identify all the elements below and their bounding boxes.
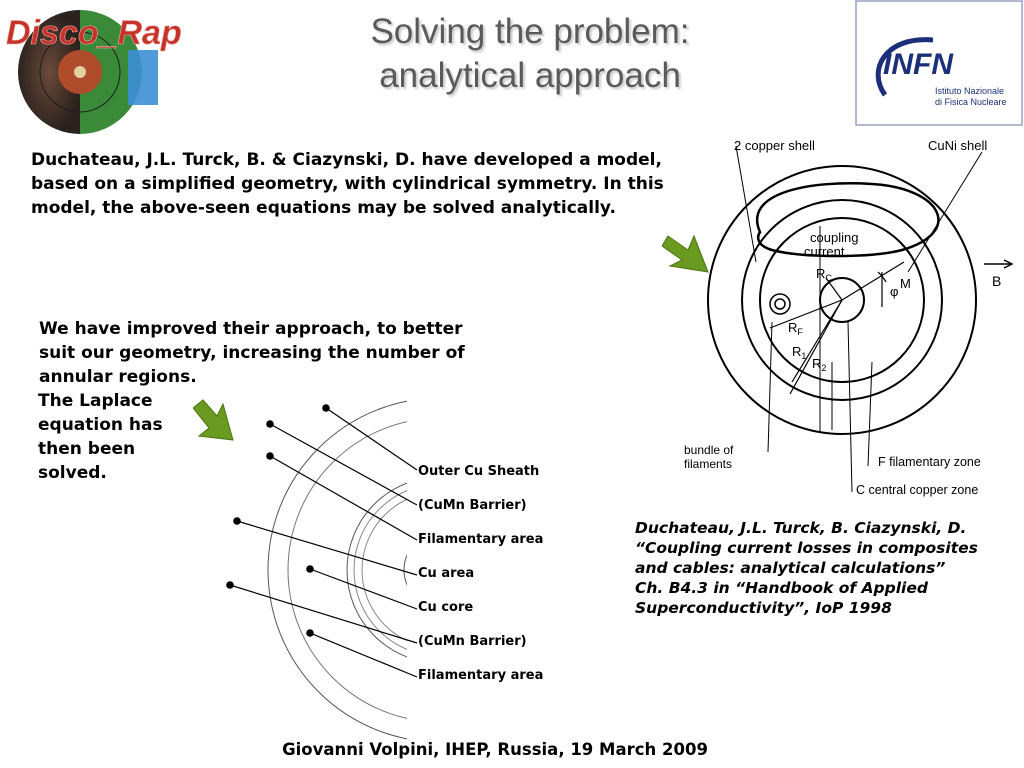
dot-outer-sheath — [322, 404, 330, 412]
filamentary-outer-circle — [346, 482, 407, 658]
label-r1: R1 — [792, 344, 806, 361]
label-cumn-barrier-2: (CuMn Barrier) — [418, 634, 527, 649]
dot-filamentary-2 — [306, 629, 314, 637]
label-coupling: coupling — [810, 230, 858, 245]
infn-text: INFN — [883, 48, 954, 81]
slide-footer: Giovanni Volpini, IHEP, Russia, 19 March… — [282, 740, 708, 759]
label-filamentary-area-2: Filamentary area — [418, 668, 544, 683]
outer-sheath-circle — [267, 400, 407, 740]
cross-section-diagram — [226, 400, 418, 740]
cu-area-circle — [361, 498, 407, 642]
infn-sub2: di Fisica Nucleare — [935, 97, 1007, 107]
infn-logo: INFN Istituto Nazionale di Fisica Nuclea… — [855, 0, 1023, 126]
slide-title: Solving the problem: analytical approach — [300, 10, 760, 98]
barrier-circle — [287, 421, 407, 719]
reference-line-3: and cables: analytical calculations” — [635, 559, 946, 577]
dot-cu-core — [306, 565, 314, 573]
label-bundle: bundle of — [684, 443, 734, 457]
label-current: current — [804, 244, 845, 259]
dot-cu-area — [233, 517, 241, 525]
label-cumn-barrier-1: (CuMn Barrier) — [418, 498, 527, 513]
label-copper-shell: 2 copper shell — [734, 138, 815, 153]
coupling-current-loop — [756, 182, 940, 258]
label-filaments: filaments — [684, 457, 732, 471]
green-arrow-left — [193, 399, 234, 441]
label-cuni-shell: CuNi shell — [928, 138, 987, 153]
filamentary-inner-circle — [353, 490, 407, 650]
cuni-shell — [741, 199, 943, 401]
label-outer-cu-sheath: Outer Cu Sheath — [418, 464, 540, 479]
label-m: M — [900, 276, 911, 291]
label-cu-core: Cu core — [418, 600, 474, 615]
label-c-zone: C central copper zone — [856, 483, 978, 497]
cu-core-circle — [403, 554, 407, 586]
laplace-paragraph: The Laplace equation has then been solve… — [38, 391, 163, 483]
label-phi: φ — [890, 284, 898, 299]
reference-line-4: Ch. B4.3 in “Handbook of Applied — [635, 579, 928, 597]
label-rc: RC — [816, 266, 832, 283]
reference-line-1: Duchateau, J.L. Turck, B. Ciazynski, D. — [635, 519, 967, 537]
intro-paragraph: Duchateau, J.L. Turck, B. & Ciazynski, D… — [31, 150, 664, 218]
improvement-paragraph: We have improved their approach, to bett… — [39, 319, 465, 387]
label-r2: R2 — [812, 356, 826, 373]
disco-rap-text: Disco_Rap — [6, 14, 182, 52]
bundle-circle-outer — [769, 293, 791, 315]
reference-citation: Duchateau, J.L. Turck, B. Ciazynski, D. … — [635, 518, 1020, 618]
reference-line-2: “Coupling current losses in composites — [635, 539, 978, 557]
title-line-2: analytical approach — [379, 56, 681, 95]
label-rf: RF — [788, 320, 803, 337]
label-cu-area: Cu area — [418, 566, 475, 581]
infn-sub1: Istituto Nazionale — [935, 86, 1004, 96]
label-f-zone: F filamentary zone — [878, 455, 981, 469]
reference-line-5: Superconductivity”, IoP 1998 — [635, 599, 892, 617]
label-filamentary-area-1: Filamentary area — [418, 532, 544, 547]
outer-copper-shell — [707, 165, 977, 435]
filamentary-zone-circle — [759, 217, 925, 383]
model-diagram: 2 copper shell CuNi shell coupling curre… — [684, 138, 1014, 497]
label-b: B — [992, 273, 1001, 289]
green-arrow-right — [662, 234, 709, 273]
disco-rap-logo: Disco_Rap — [6, 10, 182, 134]
title-line-1: Solving the problem: — [370, 12, 690, 51]
dot-filamentary-1 — [266, 452, 274, 460]
bundle-circle-inner — [774, 298, 786, 310]
dot-barrier-2 — [226, 581, 234, 589]
dot-barrier-1 — [266, 420, 274, 428]
